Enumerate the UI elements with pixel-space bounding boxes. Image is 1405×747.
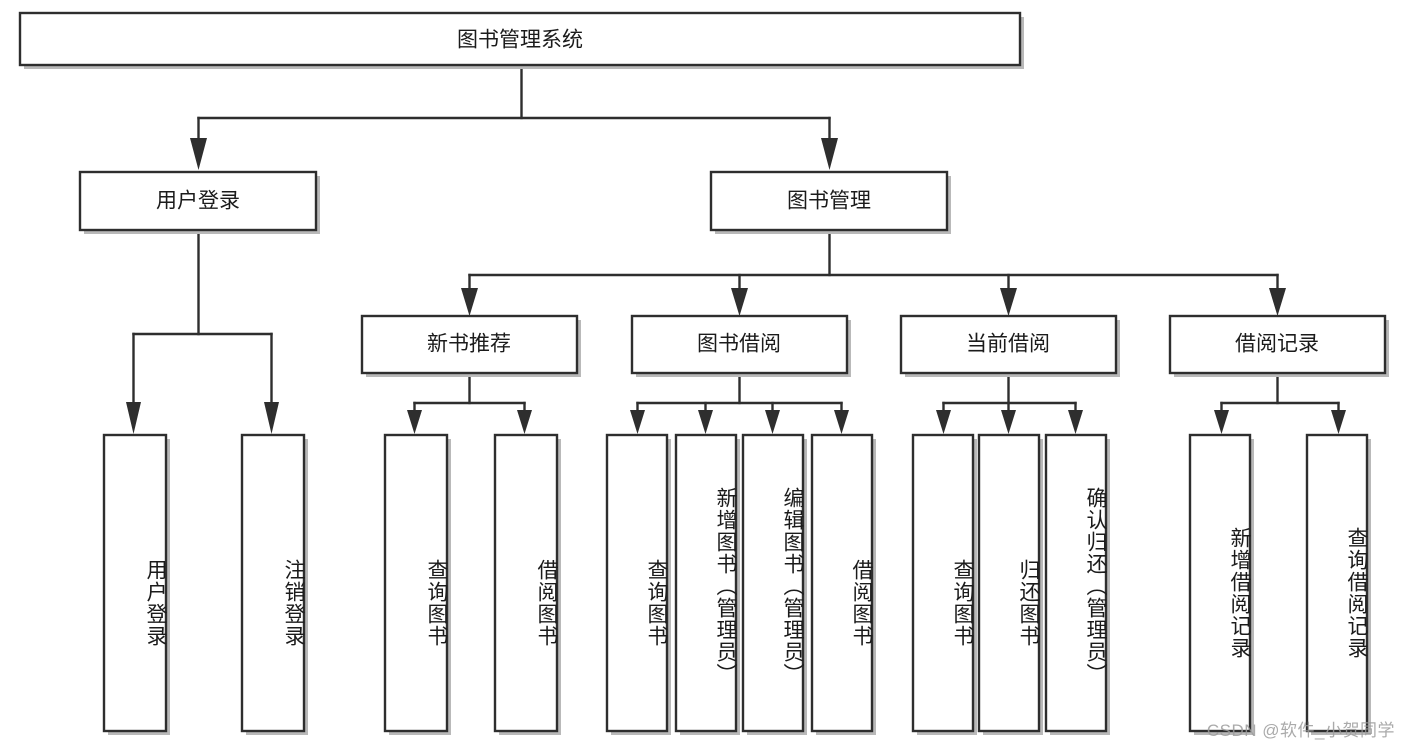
node-book-borrow[interactable] — [630, 314, 849, 375]
arrowhead-nb-leaf1 — [407, 410, 422, 434]
arrowhead-borrow-record — [1269, 288, 1286, 316]
arrowhead-cb-leaf1 — [936, 410, 951, 434]
leaf-node-user-login[interactable] — [102, 433, 168, 733]
leaf-node-br-add-record[interactable] — [1188, 433, 1252, 733]
arrowhead-bb-leaf4 — [834, 410, 849, 434]
node-book-management-label: 图书管理 — [787, 190, 871, 213]
leaf-node-nb-query-book[interactable] — [383, 433, 449, 733]
arrowhead-nb-leaf2 — [517, 410, 532, 434]
leaf-node-bb-edit-book-admin[interactable] — [741, 433, 805, 733]
node-new-book-recommend-label: 新书推荐 — [427, 333, 511, 356]
leaf-node-logout[interactable] — [240, 433, 306, 733]
leaf-node-nb-borrow-book[interactable] — [493, 433, 559, 733]
arrowhead-bb-leaf1 — [630, 410, 645, 434]
arrowhead-br-leaf1 — [1214, 410, 1229, 434]
node-new-book-recommend[interactable] — [360, 314, 579, 375]
arrowhead-bb-leaf3 — [765, 410, 780, 434]
leaf-node-br-query-record[interactable] — [1305, 433, 1369, 733]
node-book-management[interactable] — [709, 170, 949, 232]
node-borrow-record-label: 借阅记录 — [1235, 333, 1319, 356]
leaf-node-bb-add-book-admin[interactable] — [674, 433, 738, 733]
leaf-node-cb-confirm-return-admin[interactable] — [1044, 433, 1108, 733]
leaf-node-cb-query-book[interactable] — [911, 433, 975, 733]
arrowhead-cb-leaf3 — [1068, 410, 1083, 434]
csdn-watermark: CSDN @软件_小贺同学 — [1206, 721, 1395, 740]
arrowhead-new-book — [461, 288, 478, 316]
node-borrow-record[interactable] — [1168, 314, 1387, 375]
node-user-login-label: 用户登录 — [156, 190, 240, 213]
node-user-login[interactable] — [78, 170, 318, 232]
arrowhead-bb-leaf2 — [698, 410, 713, 434]
arrowhead-cb-leaf2 — [1001, 410, 1016, 434]
arrowhead-current-borrow — [1000, 288, 1017, 316]
node-current-borrow[interactable] — [899, 314, 1118, 375]
arrowhead-user-login — [190, 138, 207, 170]
node-root-book-management-system[interactable] — [18, 11, 1022, 67]
leaf-node-cb-return-book[interactable] — [977, 433, 1041, 733]
node-layer: 图书管理系统 用户登录 图书管理 新书推荐 图书借阅 当前借阅 借阅记录 — [18, 11, 1389, 735]
arrowhead-book-mgmt — [821, 138, 838, 170]
node-current-borrow-label: 当前借阅 — [966, 333, 1050, 356]
arrowhead-leaf-logout — [264, 402, 279, 434]
leaf-node-bb-borrow-book[interactable] — [810, 433, 874, 733]
leaf-node-bb-query-book[interactable] — [605, 433, 669, 733]
node-book-borrow-label: 图书借阅 — [697, 333, 781, 356]
connector-layer — [126, 66, 1346, 434]
arrowhead-book-borrow — [731, 288, 748, 316]
arrowhead-leaf-user-login — [126, 402, 141, 434]
arrowhead-br-leaf2 — [1331, 410, 1346, 434]
node-root-label: 图书管理系统 — [457, 29, 583, 52]
